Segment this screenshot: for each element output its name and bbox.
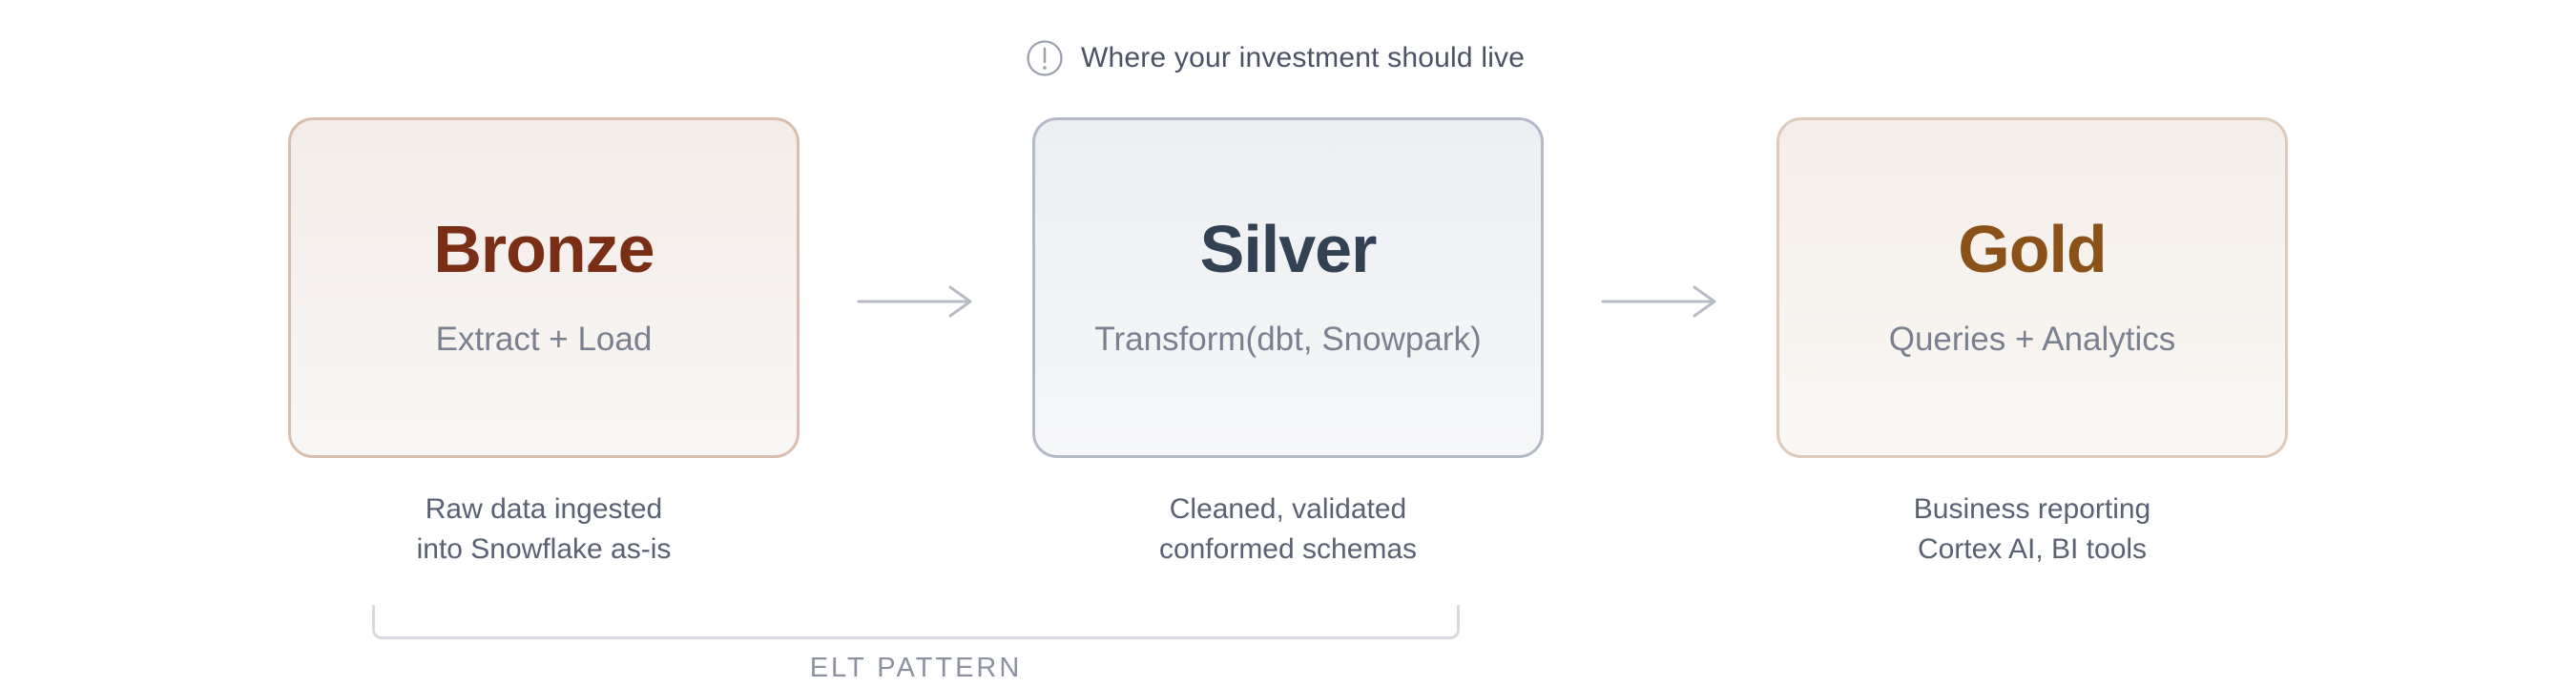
bronze-layer-title: Bronze	[433, 212, 654, 286]
silver-layer-subtitle: Transform(dbt, Snowpark)	[1094, 321, 1482, 358]
silver-layer-card: Silver Transform(dbt, Snowpark)	[1032, 117, 1544, 458]
investment-note: Where your investment should live	[1026, 36, 1525, 80]
elt-pattern-label: ELT PATTERN	[809, 653, 1023, 683]
description-line: Raw data ingested	[425, 493, 663, 525]
description-line: Business reporting	[1913, 493, 2151, 525]
investment-note-text: Where your investment should live	[1081, 42, 1526, 73]
bronze-layer-description: Raw data ingested into Snowflake as-is	[277, 489, 811, 570]
gold-layer-description: Business reporting Cortex AI, BI tools	[1765, 489, 2299, 570]
elt-pattern-bracket	[372, 605, 1460, 639]
exclamation-circle-icon	[1027, 40, 1063, 76]
gold-layer-subtitle: Queries + Analytics	[1888, 321, 2176, 358]
gold-layer-title: Gold	[1958, 212, 2107, 286]
description-line: Cleaned, validated	[1169, 493, 1407, 525]
arrow-right-icon	[1601, 285, 1716, 318]
description-line: conformed schemas	[1158, 533, 1418, 565]
gold-layer-card: Gold Queries + Analytics	[1776, 117, 2288, 458]
description-line: into Snowflake as-is	[416, 533, 672, 565]
bronze-layer-card: Bronze Extract + Load	[288, 117, 800, 458]
silver-layer-description: Cleaned, validated conformed schemas	[1021, 489, 1555, 570]
bronze-layer-subtitle: Extract + Load	[435, 321, 653, 358]
silver-layer-title: Silver	[1199, 212, 1378, 286]
arrow-right-icon	[857, 285, 972, 318]
description-line: Cortex AI, BI tools	[1917, 533, 2148, 565]
